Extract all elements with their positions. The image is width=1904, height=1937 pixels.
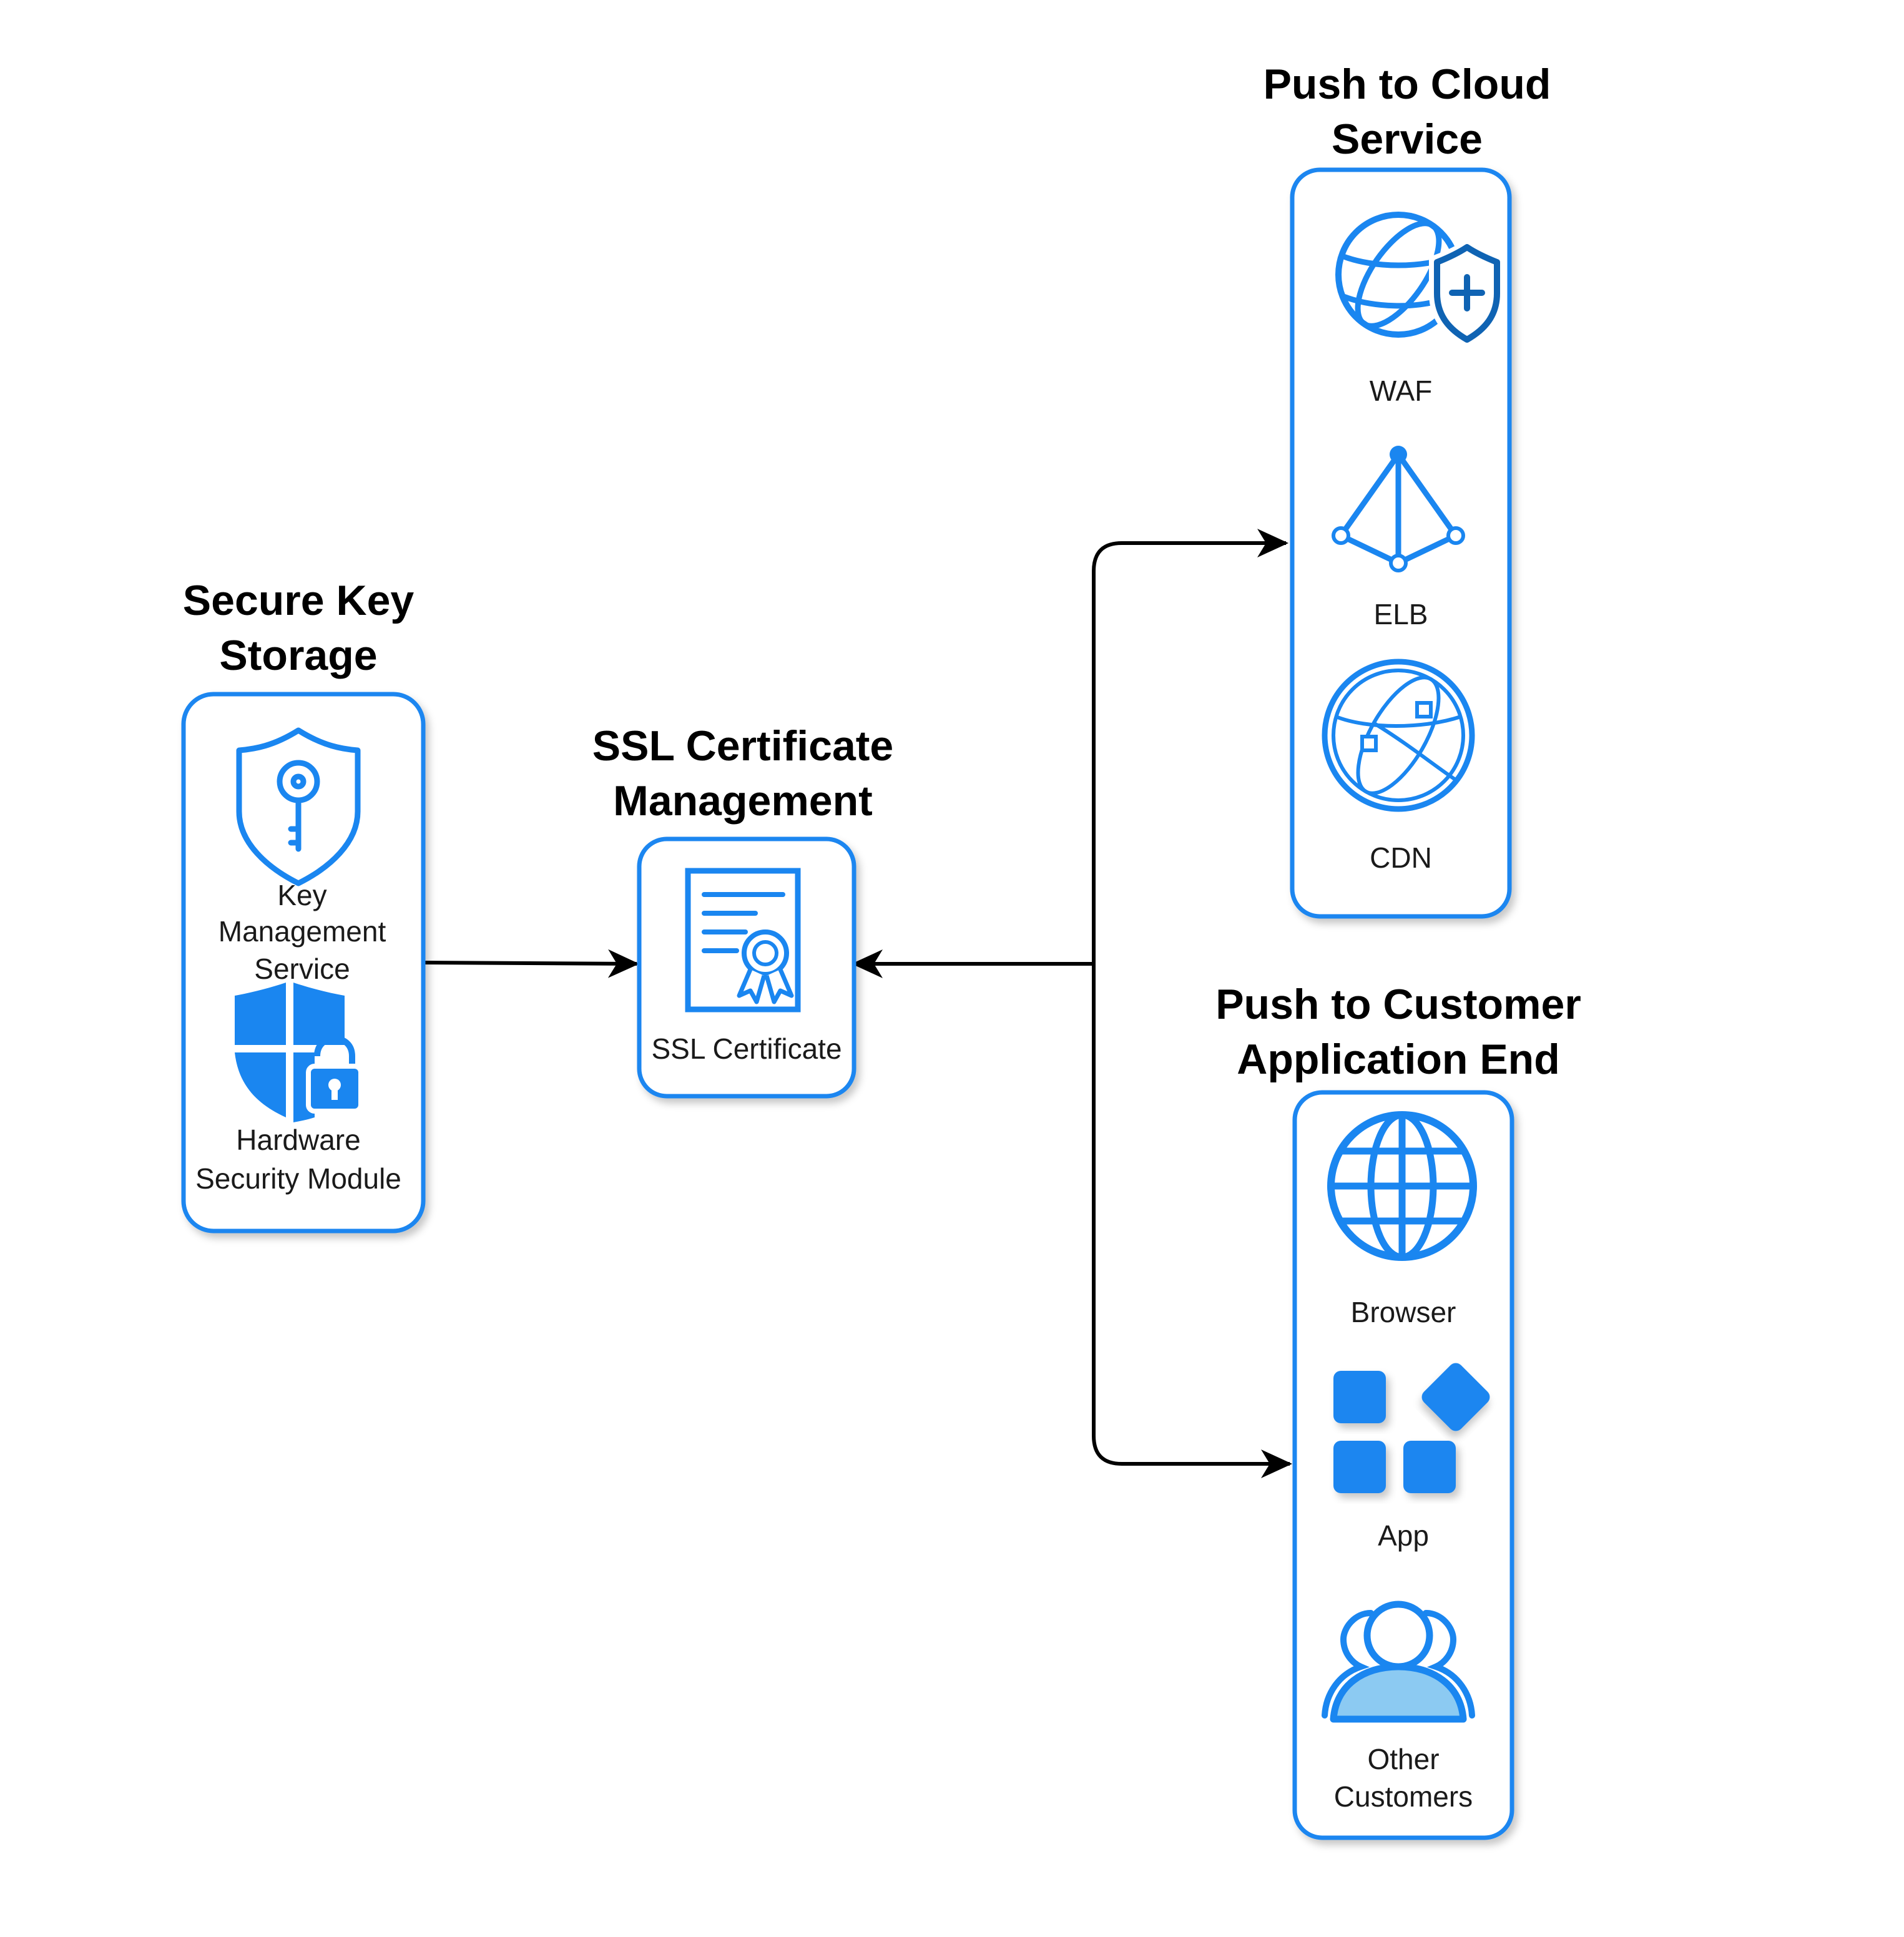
load-balancer-icon: [1332, 446, 1465, 572]
edge-junction-to-cloud-service: [1092, 529, 1288, 964]
node-label: SSL Certificate: [651, 1032, 842, 1065]
node-label-line: Security Module: [195, 1162, 401, 1195]
group-title-line: Management: [613, 777, 873, 825]
users-icon: [1322, 1601, 1475, 1723]
node-label-line: Other: [1367, 1743, 1439, 1775]
node-label-line: Hardware: [236, 1124, 360, 1156]
group-push-to-customer-application-end: Push to Customer Application End Browser…: [1215, 981, 1581, 1840]
node-label-line: Service: [254, 953, 350, 985]
group-ssl-certificate-management: SSL Certificate Management SSL Certifica…: [592, 722, 893, 1099]
globe-shield-icon: [1335, 212, 1504, 349]
group-title-line: Service: [1332, 115, 1483, 163]
node-label: ELB: [1374, 598, 1428, 630]
locked-shield-icon: [235, 983, 363, 1122]
group-title-line: Application End: [1237, 1036, 1560, 1083]
group-title-line: Push to Cloud: [1264, 61, 1551, 108]
group-push-to-cloud-service: Push to Cloud Service WAF ELB: [1264, 61, 1551, 919]
group-title-line: Push to Customer: [1215, 981, 1581, 1028]
group-secure-key-storage: Secure Key Storage Key Management Servic…: [181, 577, 426, 1233]
edges: [424, 529, 1292, 1478]
edge-junction-to-customer-app: [1092, 964, 1292, 1478]
key-shield-icon: [236, 727, 361, 886]
certificate-icon: [685, 868, 801, 1013]
node-label-line: Management: [218, 915, 386, 948]
node-label-line: Key: [277, 879, 326, 911]
cdn-globe-icon: [1322, 659, 1475, 812]
group-title-line: Storage: [219, 632, 377, 679]
globe-icon: [1327, 1111, 1477, 1261]
group-title-line: Secure Key: [183, 577, 415, 624]
app-grid-icon: [1333, 1363, 1490, 1493]
node-label-line: Customers: [1334, 1780, 1473, 1813]
node-label: Browser: [1351, 1296, 1456, 1328]
node-label: App: [1378, 1519, 1429, 1552]
node-label: CDN: [1370, 841, 1432, 874]
edge-key-storage-to-ssl: [424, 949, 639, 978]
group-title-line: SSL Certificate: [592, 722, 893, 770]
node-label: WAF: [1370, 375, 1433, 407]
